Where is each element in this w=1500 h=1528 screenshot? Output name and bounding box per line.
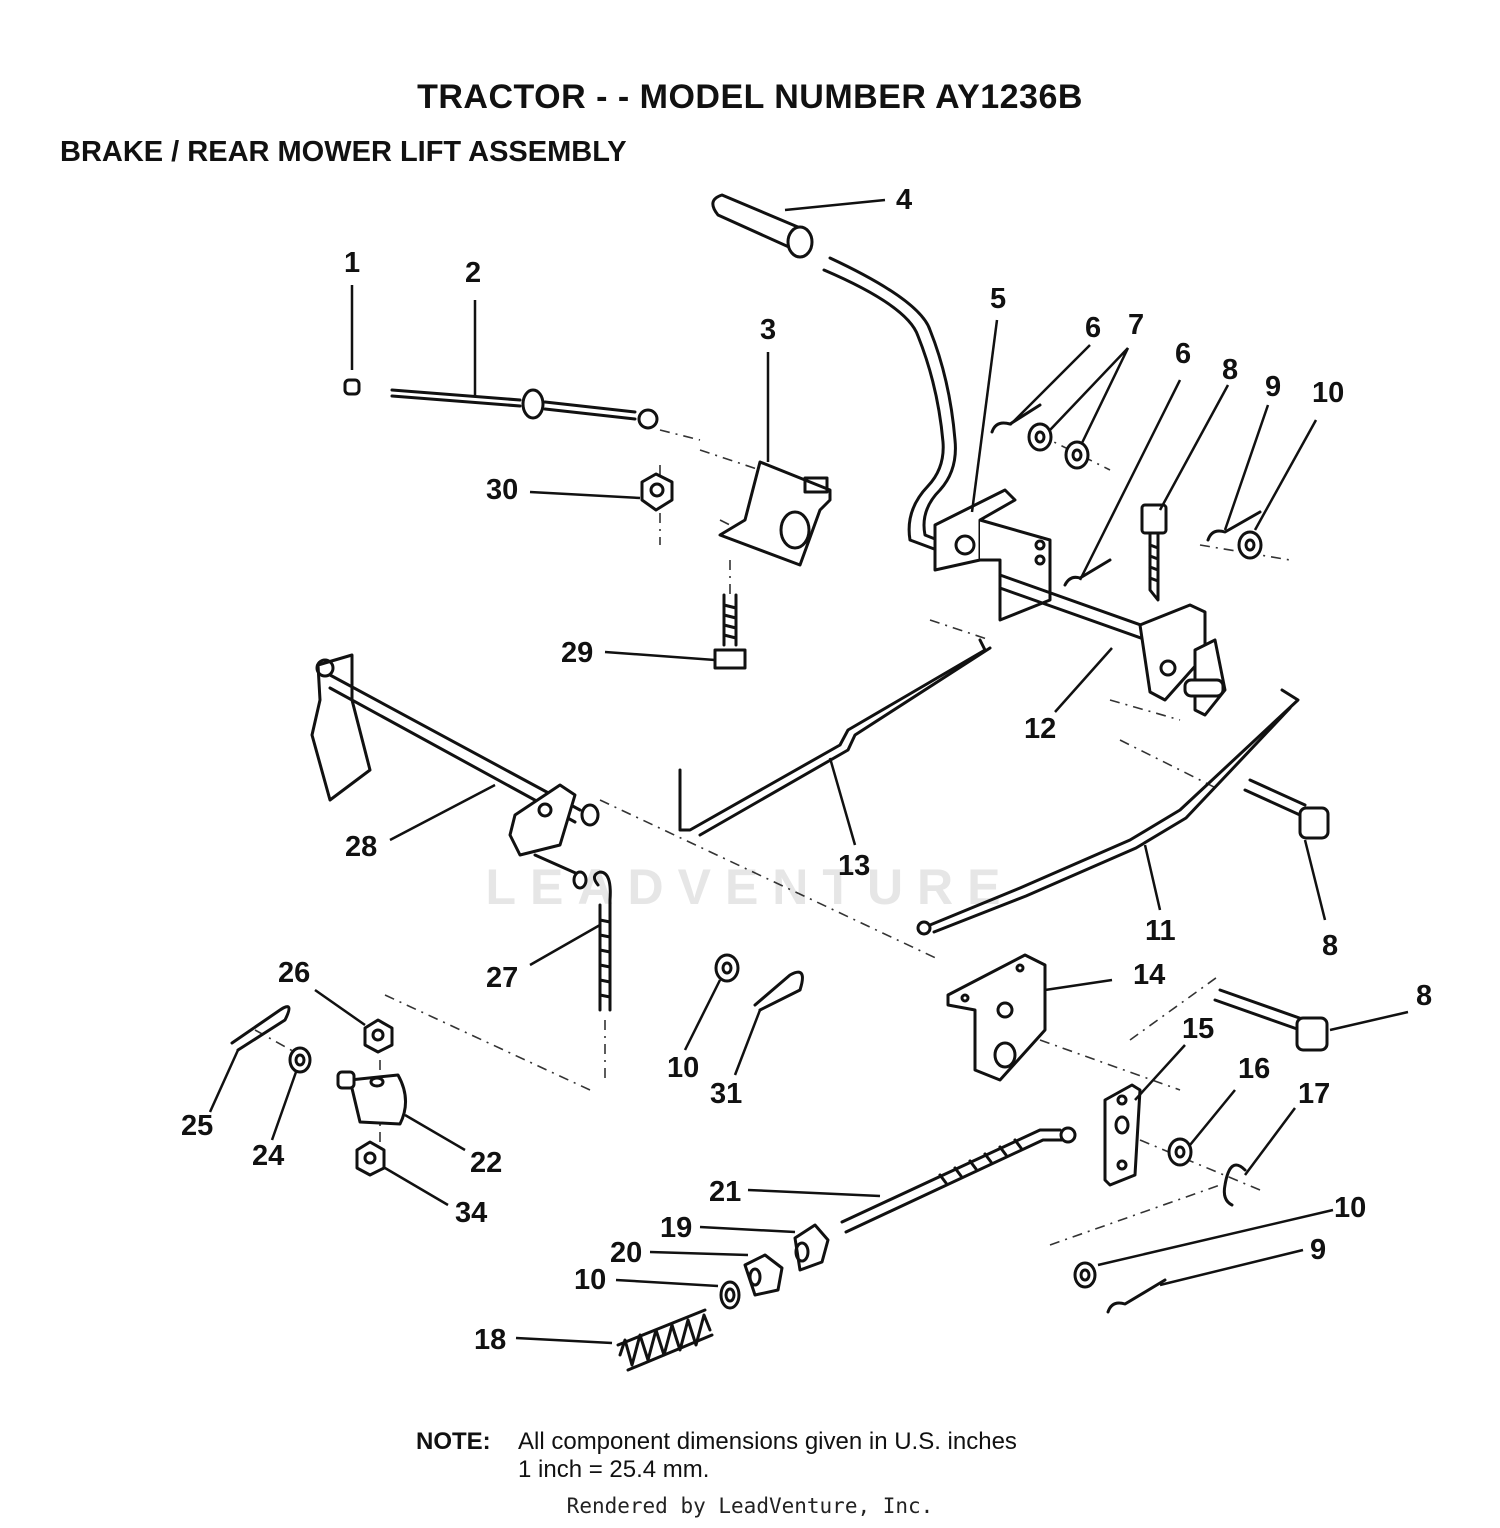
- part-11-link-rod: [916, 688, 1300, 936]
- part-4-handle-grip: [711, 193, 814, 259]
- callout-30: 30: [486, 474, 518, 506]
- callout-9a: 9: [1265, 371, 1281, 403]
- callout-10d: 10: [1334, 1192, 1366, 1224]
- callout-26: 26: [278, 957, 310, 989]
- part-34-nut: [355, 1140, 386, 1177]
- callout-2: 2: [465, 257, 481, 289]
- page-subtitle: BRAKE / REAR MOWER LIFT ASSEMBLY: [60, 136, 627, 168]
- callout-labels: 1 2 3 4 5 6 7 6 8 9 10 30 29 12 28 13 11…: [181, 184, 1432, 1356]
- part-17-e-clip: [1222, 1163, 1247, 1207]
- part-10-washer-upper: [1237, 530, 1263, 560]
- part-5-lift-lever: [822, 256, 1052, 622]
- callout-8c: 8: [1416, 980, 1432, 1012]
- callout-10a: 10: [1312, 377, 1344, 409]
- part-28-rockshaft: [310, 653, 600, 890]
- note-label: NOTE:: [416, 1428, 491, 1455]
- part-9-hairpin-lower: [1106, 1278, 1167, 1314]
- part-25-clip: [230, 1005, 291, 1052]
- part-1-pin: [343, 378, 361, 396]
- dimension-note: NOTE: All component dimensions given in U…: [416, 1428, 1017, 1484]
- callout-28: 28: [345, 831, 377, 863]
- callout-11: 11: [1145, 915, 1176, 947]
- part-21-threaded-rod: [840, 1126, 1077, 1234]
- part-24-washer: [288, 1046, 312, 1074]
- part-7-washers: [1027, 422, 1090, 470]
- part-9-hairpin-upper: [1206, 510, 1262, 542]
- part-27-hook-bolt: [593, 870, 612, 1012]
- callout-13: 13: [838, 850, 870, 882]
- part-20-nut: [743, 1253, 784, 1297]
- callout-15: 15: [1182, 1013, 1214, 1045]
- part-14-bracket: [946, 953, 1047, 1082]
- part-18-spring: [616, 1308, 714, 1372]
- callout-29: 29: [561, 637, 593, 669]
- callout-24: 24: [252, 1140, 284, 1172]
- part-16-washer: [1167, 1137, 1193, 1167]
- callout-14: 14: [1133, 959, 1165, 991]
- callout-6b: 6: [1175, 338, 1191, 370]
- part-10-washer-mid: [714, 953, 740, 983]
- callout-8a: 8: [1222, 354, 1238, 386]
- callout-34: 34: [455, 1197, 487, 1229]
- rendered-by-footer: Rendered by LeadVenture, Inc.: [566, 1494, 934, 1518]
- callout-25: 25: [181, 1110, 213, 1142]
- watermark: LEADVENTURE: [485, 859, 1015, 915]
- callout-22: 22: [470, 1147, 502, 1179]
- callout-17: 17: [1298, 1078, 1330, 1110]
- note-line-2: 1 inch = 25.4 mm.: [518, 1456, 710, 1483]
- note-body: All component dimensions given in U.S. i…: [518, 1428, 1017, 1484]
- page-title: TRACTOR - - MODEL NUMBER AY1236B: [417, 78, 1083, 116]
- part-8-bolt-lower: [1213, 988, 1329, 1052]
- callout-18: 18: [474, 1324, 506, 1356]
- callout-27: 27: [486, 962, 518, 994]
- callout-1: 1: [344, 247, 360, 279]
- part-29-bolt: [713, 593, 747, 670]
- callout-31: 31: [710, 1078, 742, 1110]
- part-3-bracket: [718, 460, 832, 567]
- callout-16: 16: [1238, 1053, 1270, 1085]
- callout-6a: 6: [1085, 312, 1101, 344]
- callout-21: 21: [709, 1176, 741, 1208]
- callout-20: 20: [610, 1237, 642, 1269]
- part-2-brake-rod: [390, 388, 659, 430]
- part-22-ferrule: [336, 1070, 407, 1126]
- part-19-spacer: [793, 1223, 830, 1272]
- callout-4: 4: [896, 184, 912, 216]
- callout-9b: 9: [1310, 1234, 1326, 1266]
- callout-12: 12: [1024, 713, 1056, 745]
- callout-10c: 10: [574, 1264, 606, 1296]
- callout-8b: 8: [1322, 930, 1338, 962]
- part-8-bolt-upper: [1140, 503, 1168, 602]
- part-31-clip: [753, 970, 804, 1012]
- leader-lines: [208, 198, 1409, 1345]
- callout-3: 3: [760, 314, 776, 346]
- callout-10b: 10: [667, 1052, 699, 1084]
- part-26-nut: [363, 1018, 394, 1054]
- part-10-washer-lower-left: [719, 1280, 741, 1310]
- part-12-cross-shaft: [998, 573, 1227, 717]
- part-15-plate: [1103, 1083, 1142, 1187]
- callout-19: 19: [660, 1212, 692, 1244]
- part-30-nut: [640, 472, 674, 512]
- part-13-link-rod: [678, 638, 992, 837]
- callout-5: 5: [990, 283, 1006, 315]
- part-8-bolt-middle: [1243, 778, 1330, 840]
- callout-7: 7: [1128, 309, 1144, 341]
- note-line-1: All component dimensions given in U.S. i…: [518, 1428, 1017, 1455]
- part-10-washer-lower-right: [1073, 1261, 1097, 1289]
